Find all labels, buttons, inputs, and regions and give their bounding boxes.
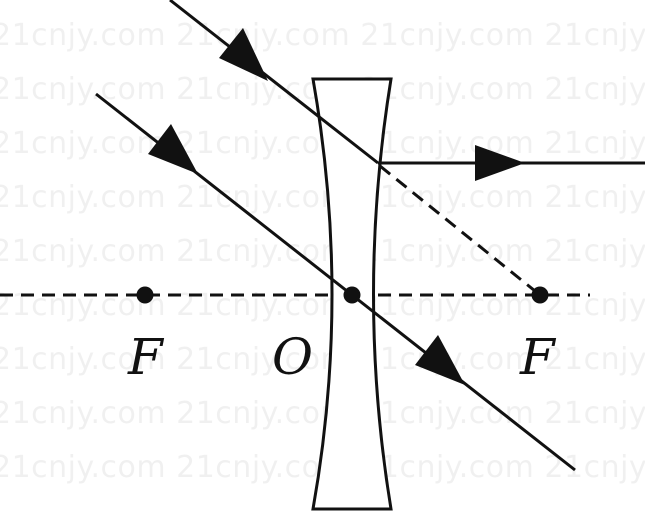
optical-center-point bbox=[343, 286, 361, 304]
optical-center-label: O bbox=[272, 328, 313, 386]
left-focus-label: F bbox=[127, 328, 165, 386]
left-focus-point bbox=[136, 286, 154, 304]
incident-ray-1 bbox=[169, 0, 379, 165]
arrowhead-central-ray-incoming bbox=[148, 124, 198, 174]
right-focus-label: F bbox=[519, 328, 557, 386]
arrowhead-incident-ray-1 bbox=[219, 28, 268, 81]
arrowhead-refracted-parallel-ray bbox=[475, 145, 525, 181]
right-focus-point bbox=[531, 286, 549, 304]
extension-to-focus bbox=[379, 164, 541, 297]
arrowhead-central-ray-outgoing bbox=[415, 335, 465, 385]
